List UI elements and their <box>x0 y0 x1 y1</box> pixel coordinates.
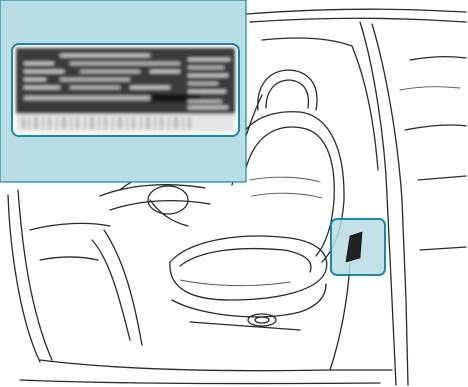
blurred-certification-label <box>16 48 235 132</box>
label-detail-inset <box>0 0 246 182</box>
b-pillar-label-highlight <box>331 219 385 275</box>
